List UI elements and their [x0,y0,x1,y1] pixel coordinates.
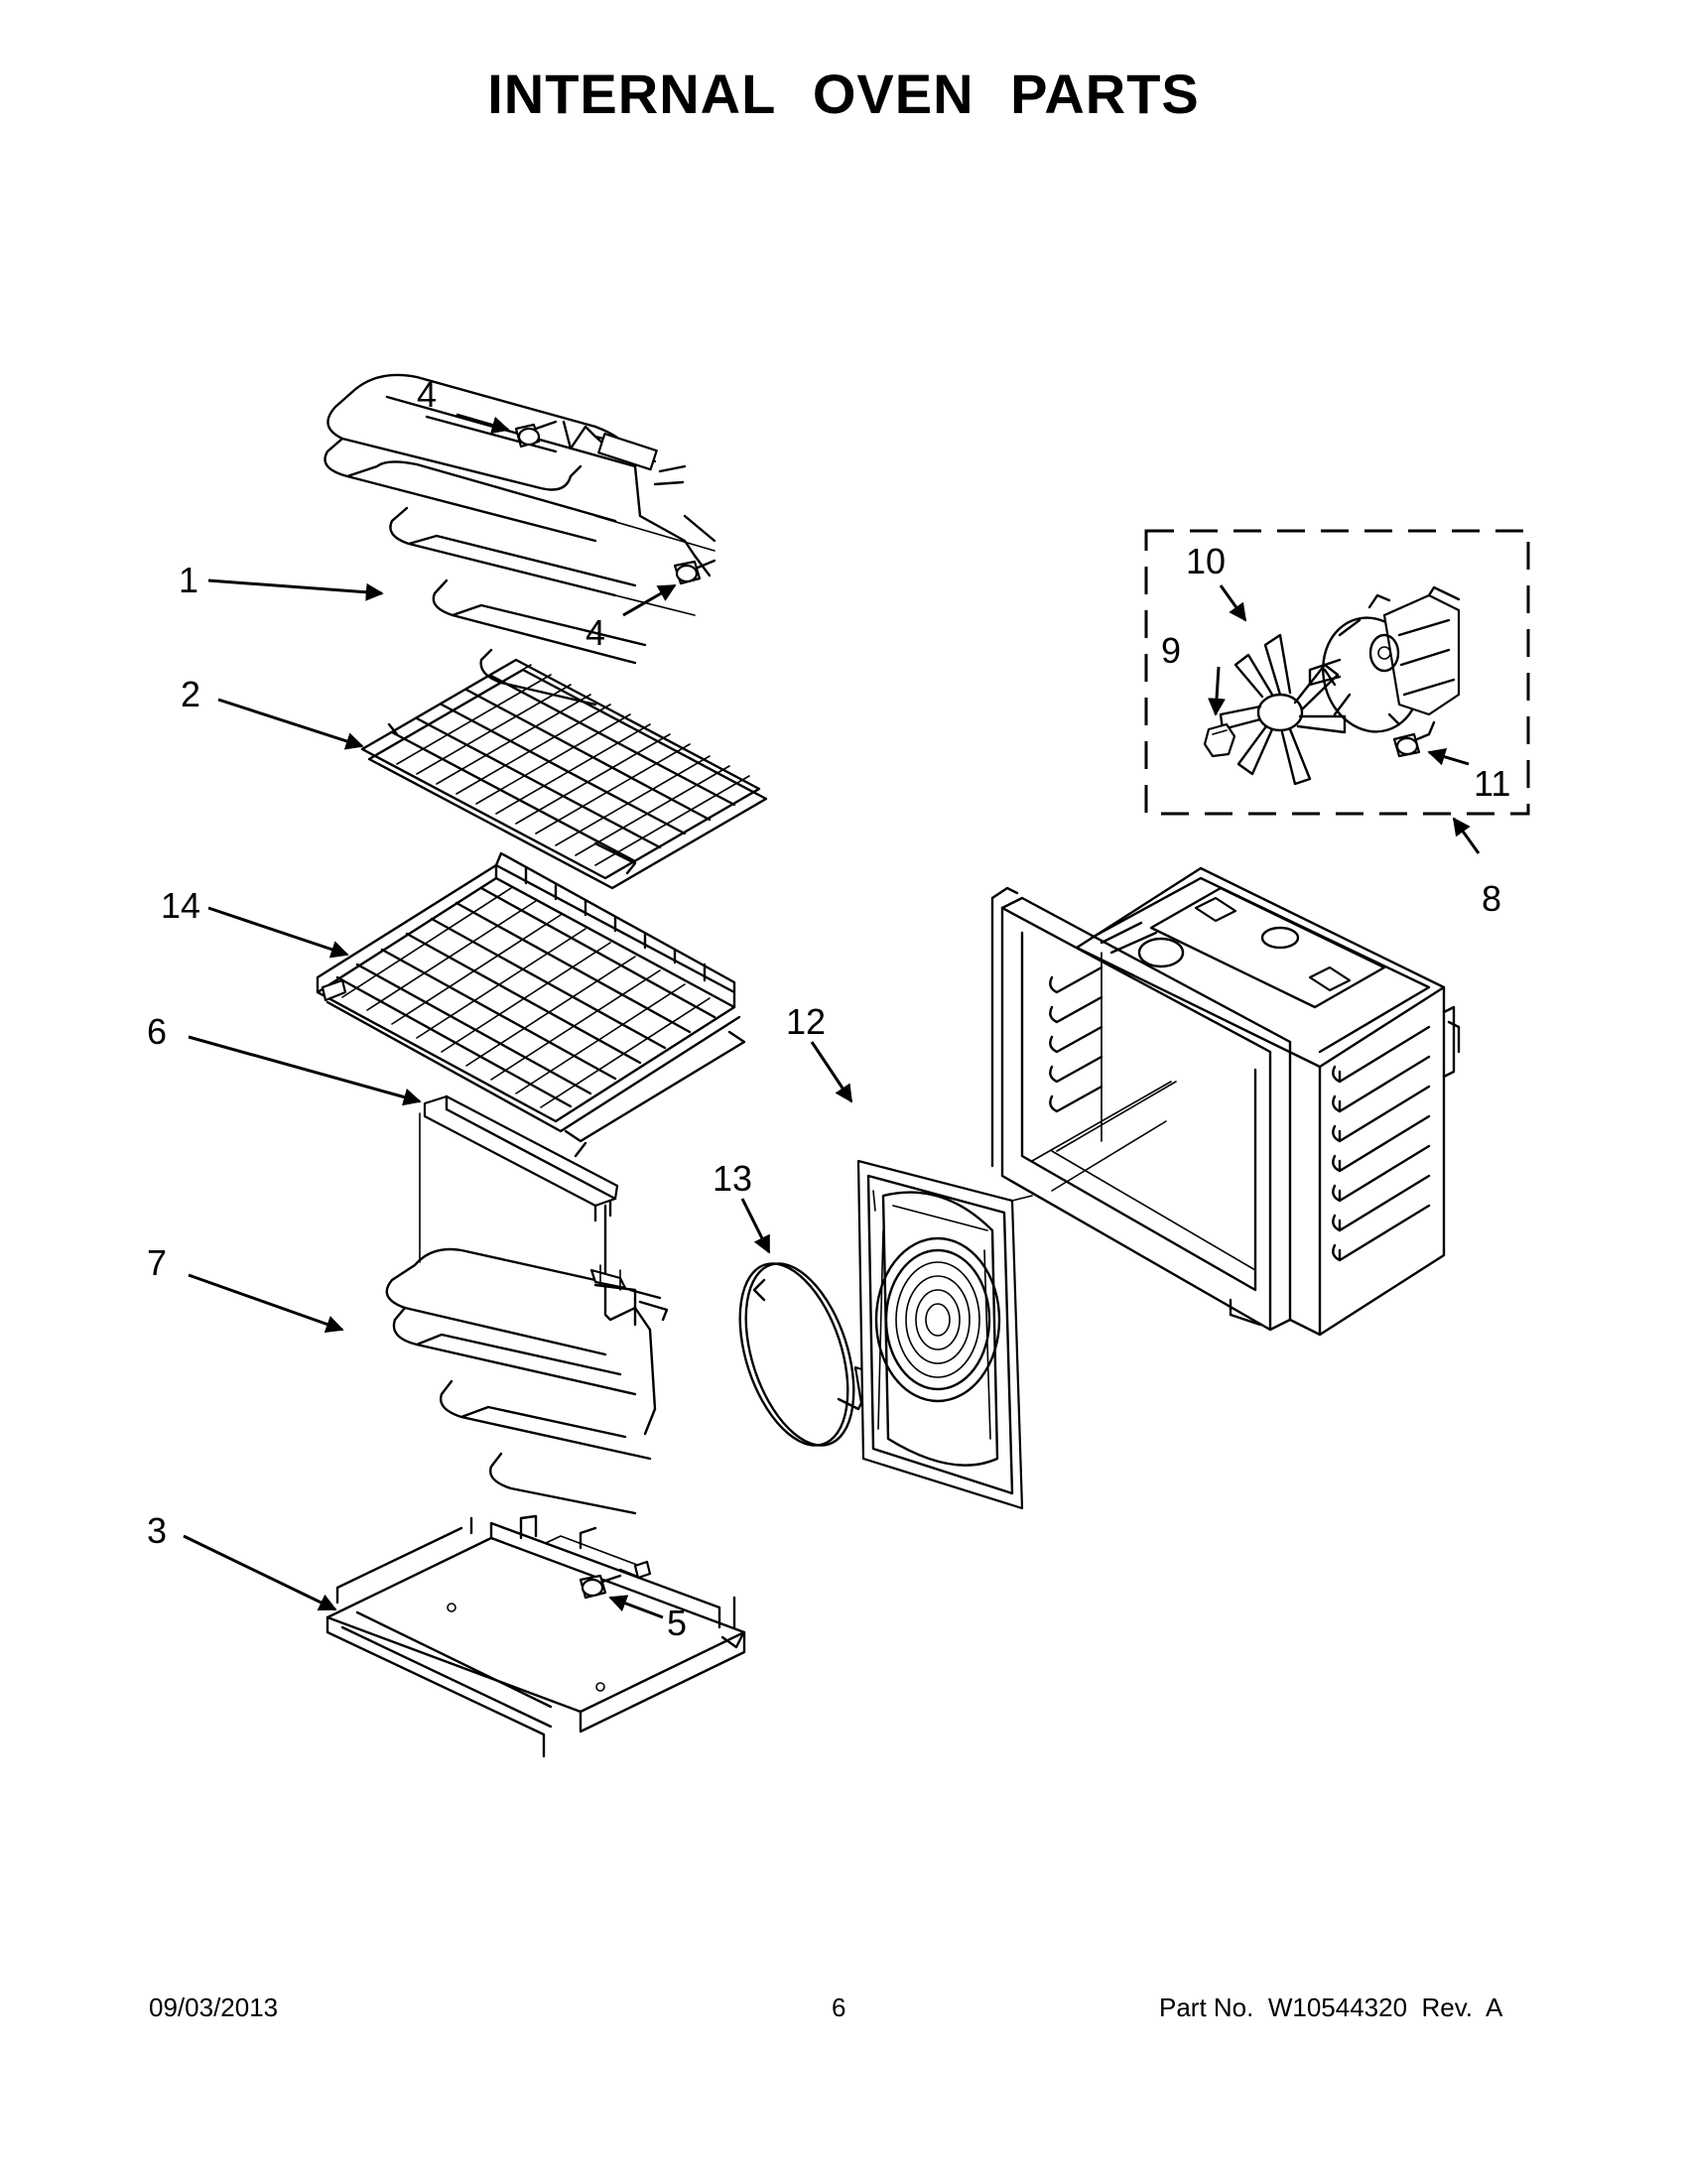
fan-nut [1203,722,1236,758]
bake-element [385,1204,669,1515]
callout-7: 7 [147,1242,167,1283]
page-title: INTERNAL OVEN PARTS [0,62,1687,126]
oven-cavity [990,866,1461,1337]
callout-4b: 4 [585,612,605,653]
rollout-rack [316,851,746,1158]
vent-channel [419,1094,619,1263]
motor-screw [1392,720,1436,758]
callout-13: 13 [713,1158,752,1199]
callout-1: 1 [179,560,198,600]
fan-cover [856,1159,1033,1510]
fan-blade [1219,633,1347,786]
callout-6: 6 [147,1011,167,1052]
footer-page-number: 6 [832,1992,846,2022]
bottom-cover [325,1514,746,1758]
screw-bottom [579,1560,652,1600]
callout-5: 5 [667,1603,687,1643]
callout-12: 12 [786,1001,826,1042]
callout-9: 9 [1161,630,1181,671]
title-word: OVEN [812,63,974,125]
kit-box [1144,529,1530,816]
footer-date: 09/03/2013 [149,1992,279,2022]
footer-part-number: Part No. W10544320 Rev. A [1159,1992,1503,2022]
leader-arrows [183,413,1481,1619]
title-word: INTERNAL [487,63,777,125]
title-word: PARTS [1010,63,1200,125]
oven-rack [360,658,768,890]
screw-top [514,420,558,449]
broil-element [324,373,716,707]
fan-motor [1308,585,1461,733]
callout-labels: 4 1 4 2 14 6 7 3 5 10 9 11 8 12 13 [147,374,1510,1643]
callout-2: 2 [181,674,200,714]
assembly-line [1051,1120,1167,1192]
callout-8: 8 [1482,878,1501,919]
callout-10: 10 [1186,541,1226,581]
callout-3: 3 [147,1510,167,1551]
callout-11: 11 [1474,763,1510,804]
callout-4a: 4 [417,374,437,415]
screw-right [673,559,716,585]
callout-14: 14 [161,885,200,926]
